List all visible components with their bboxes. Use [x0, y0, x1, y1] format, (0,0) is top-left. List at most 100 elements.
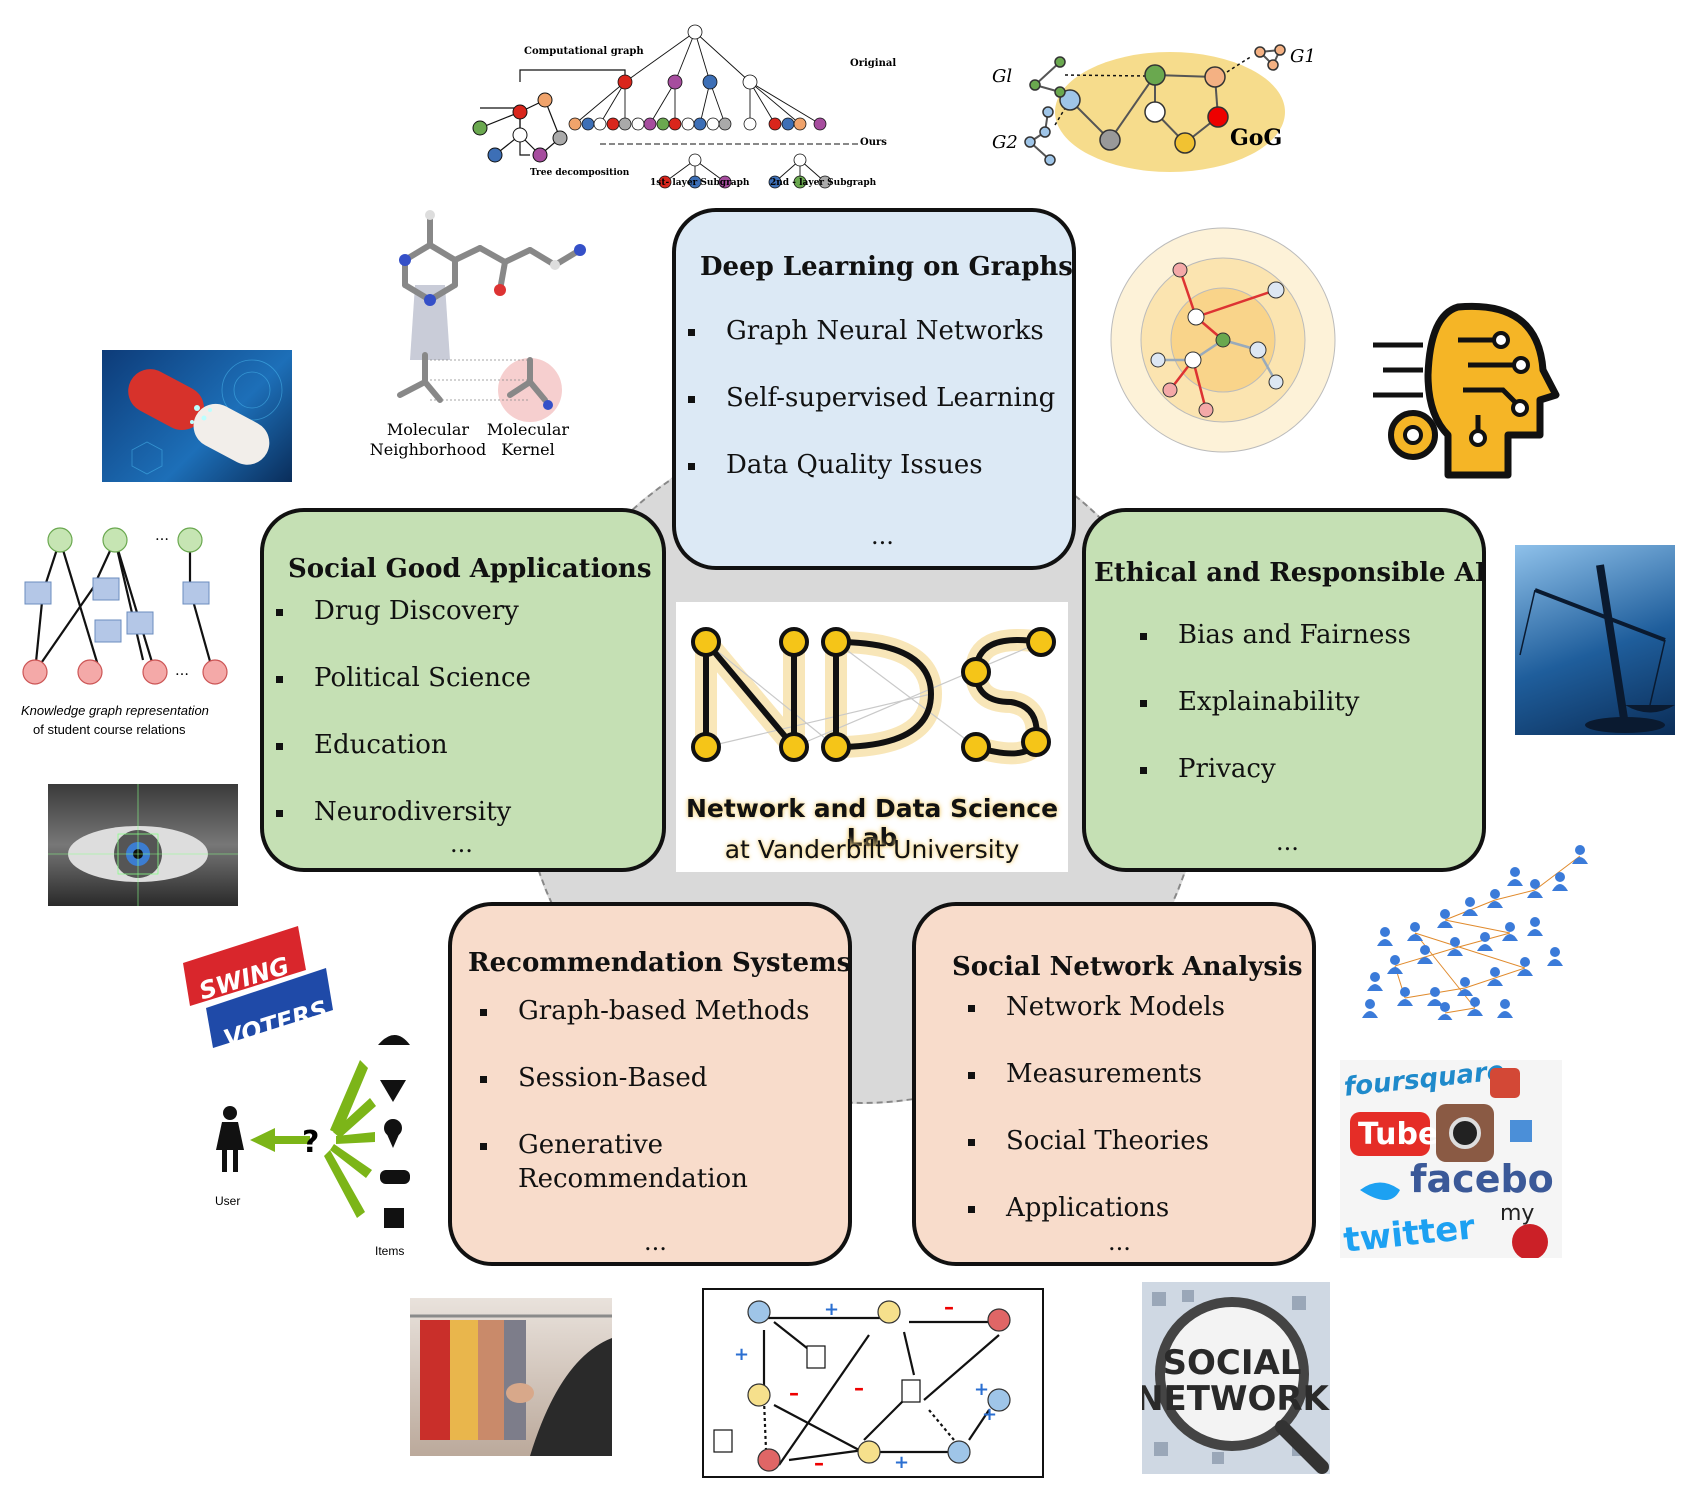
foursquare-word: foursquare: [1342, 1060, 1505, 1103]
list-item: Education: [264, 730, 531, 797]
person-icon: [1487, 967, 1503, 986]
list-item: Network Models: [956, 992, 1225, 1059]
network-word: NETWORK: [1142, 1379, 1330, 1419]
svg-text:–: –: [854, 1376, 864, 1400]
list-item: Session-Based: [468, 1063, 810, 1130]
list-item: Data Quality Issues: [676, 450, 1055, 517]
list-item: Self-supervised Learning: [676, 383, 1055, 450]
mol-label-1b: Neighborhood: [370, 440, 486, 459]
person-icon: [1387, 955, 1403, 974]
list-item-continued: Recommendation: [518, 1164, 748, 1194]
person-icon: [1467, 997, 1483, 1016]
person-icon: [1417, 945, 1433, 964]
card-title: Deep Learning on Graphs: [700, 252, 1073, 282]
ours-label: Ours: [860, 137, 887, 148]
person-icon: [1487, 889, 1503, 908]
original-label: Original: [850, 58, 896, 69]
question-mark: ?: [302, 1125, 319, 1160]
layer1-label: 1st- layer Subgraph: [650, 178, 750, 188]
kg-caption-2: of student course relations: [33, 722, 186, 737]
person-icon: [1552, 872, 1568, 891]
twitter-word: twitter: [1342, 1207, 1477, 1258]
list-item: Applications: [956, 1193, 1225, 1260]
concentric-layers-figure: [1108, 222, 1338, 458]
gl-label: Gl: [992, 66, 1012, 87]
person-icon: [1397, 987, 1413, 1006]
person-icon: [1572, 845, 1588, 864]
svg-text:–: –: [789, 1381, 799, 1405]
more-ellipsis: ...: [644, 1228, 667, 1256]
mol-label-2a: Molecular: [487, 420, 570, 439]
card-title: Social Network Analysis: [952, 952, 1303, 982]
kg-caption-1: Knowledge graph representation: [21, 703, 209, 718]
youtube-word: Tube: [1358, 1117, 1438, 1152]
list-item: Graph Neural Networks: [676, 316, 1055, 383]
list-item: Measurements: [956, 1059, 1225, 1126]
more-ellipsis: ...: [871, 522, 894, 550]
person-icon: [1527, 917, 1543, 936]
list-item: Drug Discovery: [264, 596, 531, 663]
list-item: Generative: [468, 1130, 810, 1164]
person-icon: [1497, 999, 1513, 1018]
computational-graph-figure: Computational graph Original Ours Tree d…: [460, 20, 900, 195]
user-items-figure: ? User Items: [200, 1020, 420, 1260]
signed-network-figure: ++ ++ + –– ––: [702, 1288, 1044, 1478]
more-ellipsis: ...: [1276, 828, 1299, 856]
svg-text:…: …: [175, 663, 189, 679]
card-title: Recommendation Systems: [468, 948, 852, 978]
logo-line1: Network and Data Science Lab: [685, 794, 1059, 852]
molecule-figure: Molecular Neighborhood Molecular Kernel: [370, 190, 600, 465]
gog-label: GoG: [1230, 125, 1282, 151]
more-ellipsis: ...: [450, 830, 473, 858]
card-recommendation: Recommendation Systems Graph-based Metho…: [448, 902, 852, 1266]
svg-text:+: +: [734, 1344, 749, 1365]
graph-of-graphs-figure: GoG G1 Gl G2: [990, 20, 1320, 180]
ai-head-icon: [1368, 295, 1568, 480]
list-item: Political Science: [264, 663, 531, 730]
clothing-store-image: [410, 1298, 612, 1456]
tree-label: Tree decomposition: [530, 168, 630, 178]
people-network-figure: [1355, 838, 1600, 1020]
person-icon: [1377, 927, 1393, 946]
person-icon: [1367, 972, 1383, 991]
person-icon: [1447, 937, 1463, 956]
social-word: SOCIAL: [1163, 1343, 1302, 1383]
svg-text:…: …: [155, 528, 169, 544]
svg-text:–: –: [814, 1451, 824, 1475]
list-item: Social Theories: [956, 1126, 1225, 1193]
g1-label: G1: [1290, 46, 1316, 67]
social-media-collage: foursquare Tube facebo twitter my: [1340, 1060, 1562, 1258]
mol-label-2b: Kernel: [501, 440, 555, 459]
svg-text:–: –: [944, 1295, 954, 1319]
knowledge-graph-figure: … … Knowledge graph representation of st…: [15, 520, 245, 750]
pill-image: [102, 350, 292, 482]
person-icon: [1362, 999, 1378, 1018]
person-icon: [1502, 922, 1518, 941]
card-social-good: Social Good Applications Drug Discovery …: [260, 508, 666, 872]
scales-of-justice-image: [1515, 545, 1675, 735]
list-item: Explainability: [1128, 687, 1411, 754]
items-label: Items: [375, 1244, 404, 1258]
person-icon: [1517, 957, 1533, 976]
list-item: Bias and Fairness: [1128, 620, 1411, 687]
list-item: Graph-based Methods: [468, 996, 810, 1063]
card-deep-learning: Deep Learning on Graphs Graph Neural Net…: [672, 208, 1076, 570]
myspace-word: my: [1500, 1201, 1534, 1226]
user-label: User: [215, 1194, 240, 1208]
nds-logo: Network and Data Science Lab at Vanderbi…: [676, 602, 1068, 872]
list-item: Privacy: [1128, 754, 1411, 821]
card-title: Ethical and Responsible AI: [1094, 558, 1487, 588]
person-icon: [1547, 947, 1563, 966]
more-ellipsis: ...: [1108, 1228, 1131, 1256]
card-title: Social Good Applications: [288, 554, 652, 584]
list-item: Neurodiversity: [264, 797, 531, 864]
svg-text:+: +: [824, 1299, 839, 1320]
social-network-magnifier-image: SOCIAL NETWORK: [1142, 1282, 1330, 1474]
person-icon: [1527, 879, 1543, 898]
person-icon: [1407, 922, 1423, 941]
eye-image: [48, 784, 238, 906]
mol-label-1a: Molecular: [387, 420, 470, 439]
nds-logo-graph: [691, 627, 1056, 765]
person-icon: [1457, 977, 1473, 996]
person-icon: [1437, 909, 1453, 928]
